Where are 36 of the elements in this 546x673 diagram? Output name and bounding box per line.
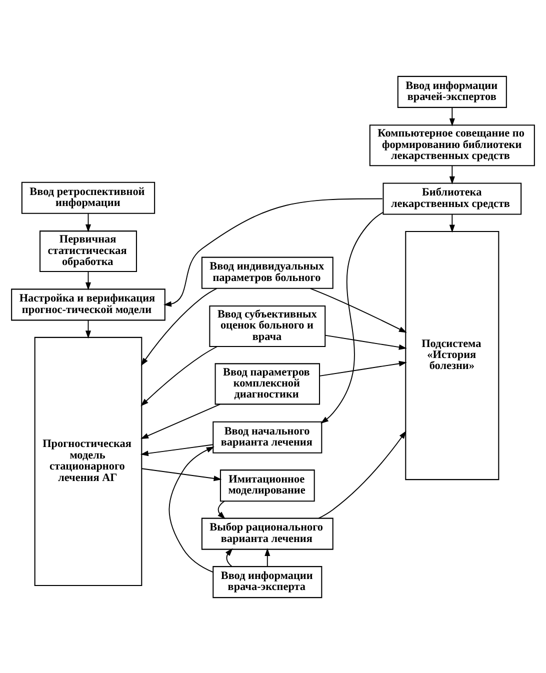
arrow [85, 319, 92, 338]
arrow [140, 444, 214, 456]
arrow [320, 211, 384, 424]
arrow [168, 446, 214, 572]
arrow [264, 548, 270, 566]
arrow [319, 360, 407, 376]
arrow [225, 548, 233, 566]
arrow [218, 500, 226, 519]
arrow [140, 403, 220, 438]
node-box: Ввод индивидуальных параметров больного [201, 256, 334, 288]
node-box: Ввод ретроспективной информации [21, 181, 156, 214]
node-box: Ввод информации врача-эксперта [212, 566, 322, 598]
node-box: Прогностическая модель стационарного лечения АГ [34, 336, 142, 586]
node-box: Настройка и верификация прогнос-тической модели [11, 288, 166, 320]
arrow [140, 346, 218, 406]
arrow [141, 468, 222, 481]
node-box: Первичная статистическая обработка [40, 230, 137, 272]
arrow [140, 287, 218, 366]
arrow [449, 214, 455, 232]
arrow [310, 287, 407, 332]
node-box: Выбор рационального варианта лечения [201, 517, 334, 550]
arrow [163, 198, 383, 306]
node-box: Ввод информации врачей-экспертов [397, 75, 507, 108]
node-box: Компьютерное совещание по формированию библиотеки лекарственных средств [369, 124, 535, 166]
arrow [449, 164, 455, 184]
node-box: Библиотека лекарственных средств [382, 182, 522, 214]
arrow [85, 212, 92, 232]
arrow [318, 430, 406, 518]
node-box: Ввод начального варианта лечения [212, 420, 322, 453]
arrow [324, 334, 407, 350]
node-box: Имитационное моделирование [220, 469, 315, 502]
arrow [85, 270, 92, 290]
node-box: Подсистема «История болезни» [405, 230, 500, 480]
node-box: Ввод субъективных оценок больного и врача [209, 304, 326, 346]
node-box: Ввод параметров комплексной диагностики [214, 362, 320, 404]
arrow [449, 106, 455, 126]
